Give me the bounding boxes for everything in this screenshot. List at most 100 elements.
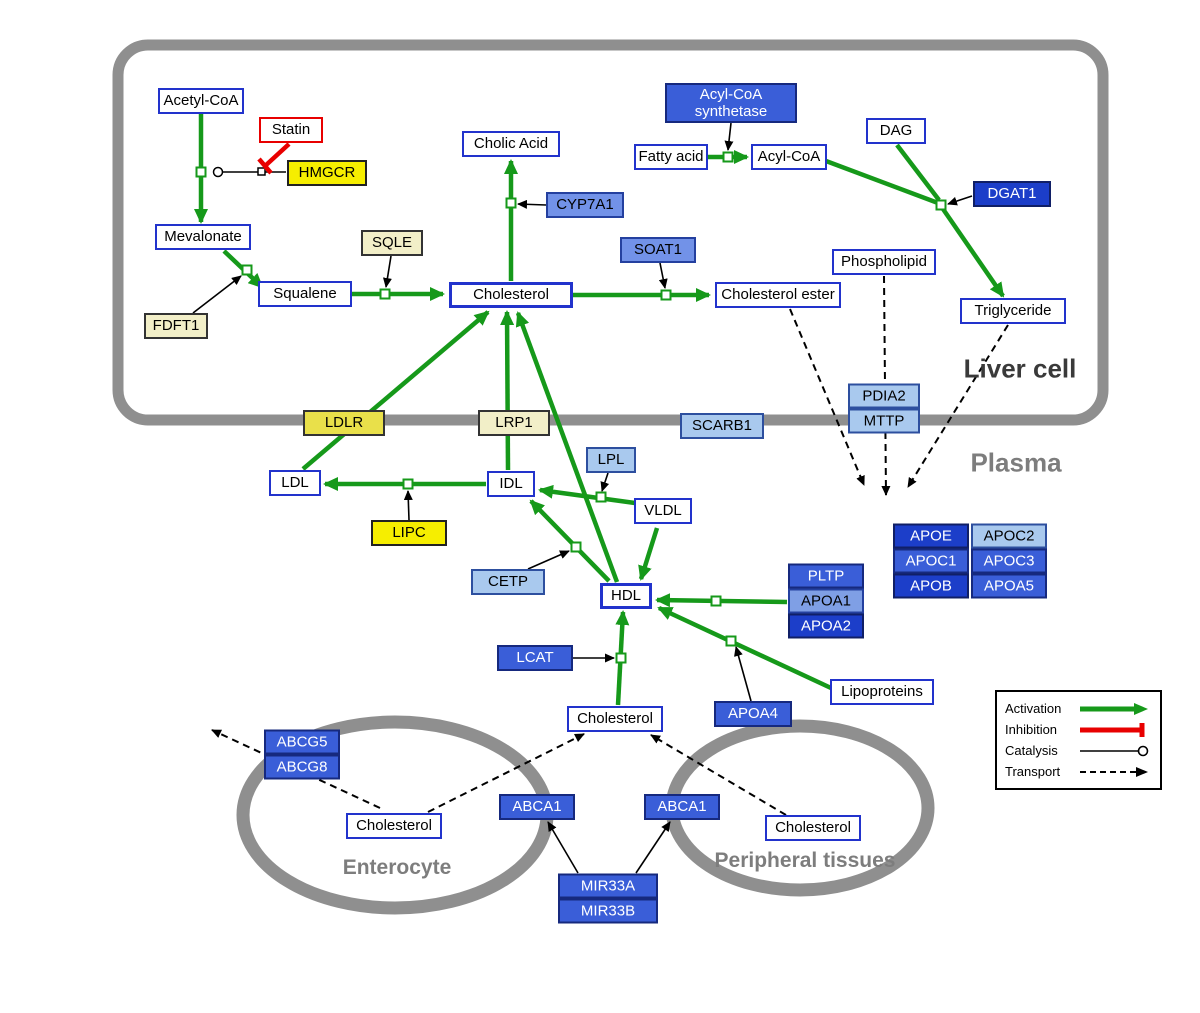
- node-apoc1[interactable]: APOC1: [893, 548, 969, 574]
- process-cyp7a1-reaction: [505, 197, 517, 209]
- edge-lipoproteins-to-hdl: [657, 605, 832, 691]
- node-ldl[interactable]: LDL: [269, 470, 321, 496]
- node-abca1-enterocyte[interactable]: ABCA1: [499, 794, 575, 820]
- catalysis-cetp: [527, 550, 570, 570]
- node-triglyceride[interactable]: Triglyceride: [960, 298, 1066, 324]
- node-apoa4[interactable]: APOA4: [714, 701, 792, 727]
- catalysis-apoa4: [734, 646, 752, 702]
- node-apoc2[interactable]: APOC2: [971, 523, 1047, 549]
- edge-hdl-to-liver-cholesterol: [515, 311, 620, 583]
- edge-dgat-junction-to-triglyceride: [941, 207, 1005, 298]
- node-acetyl-coa[interactable]: Acetyl-CoA: [158, 88, 244, 114]
- node-cyp7a1[interactable]: CYP7A1: [546, 192, 624, 218]
- plasma-label: Plasma: [970, 447, 1062, 478]
- node-cholic-acid[interactable]: Cholic Acid: [462, 131, 560, 157]
- catalysis-fdft1: [192, 275, 242, 314]
- transport-peripheral-cholesterol-via-abca1: [650, 734, 787, 816]
- node-acyl-coa-synthetase[interactable]: Acyl-CoA synthetase: [665, 83, 797, 123]
- edge-mir33-to-abca1-peripheral: [635, 821, 671, 874]
- node-squalene[interactable]: Squalene: [258, 281, 352, 307]
- process-lipc-reaction: [402, 478, 414, 490]
- process-apoa4-reaction: [725, 635, 737, 647]
- inhibition-statin-line: [263, 142, 291, 168]
- node-sqle[interactable]: SQLE: [361, 230, 423, 256]
- node-lrp1[interactable]: LRP1: [478, 410, 550, 436]
- edge-vldl-to-hdl: [638, 527, 660, 581]
- peripheral-tissues-label: Peripheral tissues: [714, 849, 896, 872]
- node-soat1[interactable]: SOAT1: [620, 237, 696, 263]
- transport-cholesterol-ester-to-plasma: [789, 308, 865, 486]
- catalysis-soat1: [658, 262, 668, 289]
- node-idl[interactable]: IDL: [487, 471, 535, 497]
- node-apoa2[interactable]: APOA2: [788, 613, 864, 639]
- process-fdft1-reaction: [241, 264, 253, 276]
- node-mir33b[interactable]: MIR33B: [558, 898, 658, 924]
- legend-catalysis-label: Catalysis: [1005, 743, 1058, 758]
- node-apoc3[interactable]: APOC3: [971, 548, 1047, 574]
- node-cetp[interactable]: CETP: [471, 569, 545, 595]
- transport-cholesterol-via-abcg5-abcg8: [211, 729, 381, 809]
- node-statin[interactable]: Statin: [259, 117, 323, 143]
- node-phospholipid[interactable]: Phospholipid: [832, 249, 936, 275]
- liver-cell-membrane: [112, 39, 1109, 426]
- catalysis-acyl-coa-synthetase: [724, 122, 734, 151]
- node-cholesterol-ester[interactable]: Cholesterol ester: [715, 282, 841, 308]
- node-acyl-coa[interactable]: Acyl-CoA: [751, 144, 827, 170]
- edge-ldl-via-ldlr-to-cholesterol: [301, 310, 490, 471]
- node-vldl[interactable]: VLDL: [634, 498, 692, 524]
- node-hmgcr[interactable]: HMGCR: [287, 160, 367, 186]
- activation-edges: [194, 114, 1005, 706]
- catalysis-lipc: [403, 490, 413, 521]
- process-acyl-coa-synthetase-reaction: [722, 151, 734, 163]
- process-lpl-reaction: [595, 491, 607, 503]
- catalysis-dgat1: [947, 195, 973, 206]
- node-ldlr[interactable]: LDLR: [303, 410, 385, 436]
- node-abca1-peripheral[interactable]: ABCA1: [644, 794, 720, 820]
- node-pdia2[interactable]: PDIA2: [848, 383, 920, 409]
- node-cholesterol-enterocyte[interactable]: Cholesterol: [346, 813, 442, 839]
- process-lcat-reaction: [615, 652, 627, 664]
- node-pltp[interactable]: PLTP: [788, 563, 864, 589]
- node-lipc[interactable]: LIPC: [371, 520, 447, 546]
- liver-cell-label: Liver cell: [963, 353, 1077, 384]
- node-hdl[interactable]: HDL: [600, 583, 652, 609]
- node-cholesterol-peripheral[interactable]: Cholesterol: [765, 815, 861, 841]
- edge-idl-via-lrp1-to-cholesterol: [500, 310, 515, 471]
- node-mir33a[interactable]: MIR33A: [558, 873, 658, 899]
- node-cholesterol-plasma[interactable]: Cholesterol: [567, 706, 663, 732]
- transport-triglyceride-to-plasma: [907, 324, 1009, 488]
- process-apoa-reaction: [710, 595, 722, 607]
- node-cholesterol-liver[interactable]: Cholesterol: [449, 282, 573, 308]
- node-lcat[interactable]: LCAT: [497, 645, 573, 671]
- node-lipoproteins[interactable]: Lipoproteins: [830, 679, 934, 705]
- node-apoa5[interactable]: APOA5: [971, 573, 1047, 599]
- node-mevalonate[interactable]: Mevalonate: [155, 224, 251, 250]
- node-abcg8[interactable]: ABCG8: [264, 754, 340, 780]
- node-apoe[interactable]: APOE: [893, 523, 969, 549]
- legend-transport-label: Transport: [1005, 764, 1061, 779]
- node-apob[interactable]: APOB: [893, 573, 969, 599]
- node-lpl[interactable]: LPL: [586, 447, 636, 473]
- node-apoa1[interactable]: APOA1: [788, 588, 864, 614]
- catalysis-sqle: [382, 255, 392, 288]
- transport-enterocyte-cholesterol-via-abca1: [427, 733, 585, 813]
- legend-inhibition-label: Inhibition: [1005, 722, 1058, 737]
- legend-row-inhibition: Inhibition: [1005, 719, 1152, 740]
- statin-target-port: [257, 167, 266, 176]
- legend-row-activation: Activation: [1005, 698, 1152, 719]
- node-fdft1[interactable]: FDFT1: [144, 313, 208, 339]
- inhibition-tbar-icon: [1080, 722, 1145, 737]
- node-fatty-acid[interactable]: Fatty acid: [634, 144, 708, 170]
- node-abcg5[interactable]: ABCG5: [264, 729, 340, 755]
- activation-arrow-icon: [1080, 702, 1148, 715]
- legend: Activation Inhibition Catalysis Transpor…: [995, 690, 1162, 790]
- node-dgat1[interactable]: DGAT1: [973, 181, 1051, 207]
- node-scarb1[interactable]: SCARB1: [680, 413, 764, 439]
- catalysis-circle-icon: [1080, 745, 1149, 756]
- enterocyte-label: Enterocyte: [342, 856, 452, 879]
- node-mttp[interactable]: MTTP: [848, 408, 920, 434]
- legend-activation-label: Activation: [1005, 701, 1062, 716]
- node-dag[interactable]: DAG: [866, 118, 926, 144]
